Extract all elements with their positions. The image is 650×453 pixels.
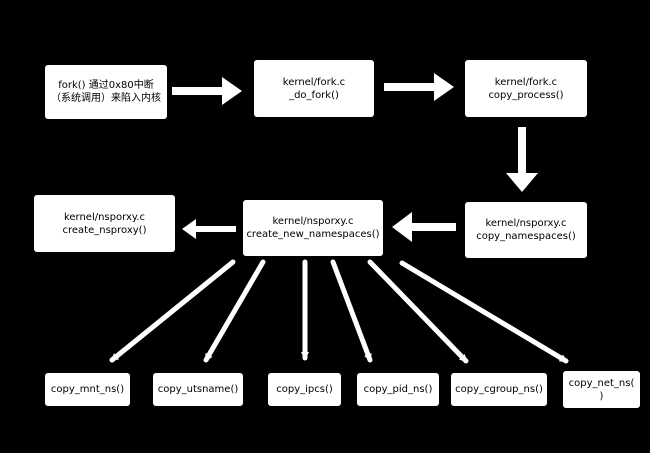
arrow-do-fork-to-copy-process bbox=[384, 73, 454, 101]
arrow-to-copy-cgroup-ns bbox=[367, 259, 469, 364]
node-copy-process-line2: copy_process() bbox=[488, 89, 564, 101]
node-create-nsproxy-line2: create_nsproxy() bbox=[62, 224, 147, 236]
node-copy-namespaces-line2: copy_namespaces() bbox=[476, 231, 576, 242]
node-copy-ipcs-label: copy_ipcs() bbox=[276, 384, 333, 395]
node-copy-namespaces-line1: kernel/nsporxy.c bbox=[485, 218, 567, 229]
arrow-create-new-namespaces-to-create-nsproxy bbox=[182, 219, 236, 239]
node-fork-trap-line2: （系统调用）来陷入内核 bbox=[51, 93, 161, 104]
node-create-new-namespaces-line2: create_new_namespaces() bbox=[246, 229, 380, 240]
arrow-to-copy-utsname bbox=[203, 259, 266, 363]
node-copy-mnt-ns-label: copy_mnt_ns() bbox=[50, 384, 125, 395]
arrow-to-copy-net-ns bbox=[399, 260, 569, 364]
node-create-new-namespaces-line1: kernel/nsporxy.c bbox=[272, 216, 354, 227]
node-copy-cgroup-ns-label: copy_cgroup_ns() bbox=[455, 384, 543, 395]
arrow-copy-process-to-copy-namespaces bbox=[506, 127, 538, 192]
arrow-to-copy-mnt-ns bbox=[109, 259, 236, 363]
node-copy-process: kernel/fork.c copy_process() bbox=[465, 60, 587, 117]
node-copy-cgroup-ns: copy_cgroup_ns() bbox=[451, 373, 547, 406]
node-do-fork: kernel/fork.c _do_fork() bbox=[254, 60, 374, 117]
node-fork-trap-line1: fork() 通过0x80中断 bbox=[58, 80, 154, 91]
node-create-nsproxy-line1: kernel/nsporxy.c bbox=[63, 211, 146, 223]
node-copy-namespaces: kernel/nsporxy.c copy_namespaces() bbox=[465, 202, 587, 258]
node-do-fork-line2: _do_fork() bbox=[289, 89, 339, 101]
node-copy-pid-ns: copy_pid_ns() bbox=[357, 373, 439, 406]
arrow-copy-namespaces-to-create-new-namespaces bbox=[392, 212, 456, 242]
node-do-fork-line1: kernel/fork.c bbox=[282, 76, 346, 88]
node-copy-pid-ns-label: copy_pid_ns() bbox=[363, 384, 433, 395]
arrow-to-copy-pid-ns bbox=[330, 259, 373, 363]
node-copy-utsname: copy_utsname() bbox=[153, 373, 243, 406]
node-copy-net-ns-line2: ) bbox=[599, 390, 604, 402]
node-copy-net-ns-line1: copy_net_ns( bbox=[568, 377, 635, 389]
arrow-fork-to-do-fork bbox=[172, 77, 242, 105]
node-copy-ipcs: copy_ipcs() bbox=[268, 373, 341, 406]
node-create-nsproxy: kernel/nsporxy.c create_nsproxy() bbox=[34, 195, 175, 252]
node-create-new-namespaces: kernel/nsporxy.c create_new_namespaces() bbox=[243, 200, 383, 256]
node-copy-mnt-ns: copy_mnt_ns() bbox=[45, 373, 130, 406]
node-copy-process-line1: kernel/fork.c bbox=[494, 76, 558, 88]
node-fork-trap: fork() 通过0x80中断 （系统调用）来陷入内核 bbox=[45, 65, 167, 119]
node-copy-net-ns: copy_net_ns( ) bbox=[563, 371, 640, 408]
node-copy-utsname-label: copy_utsname() bbox=[157, 384, 239, 395]
